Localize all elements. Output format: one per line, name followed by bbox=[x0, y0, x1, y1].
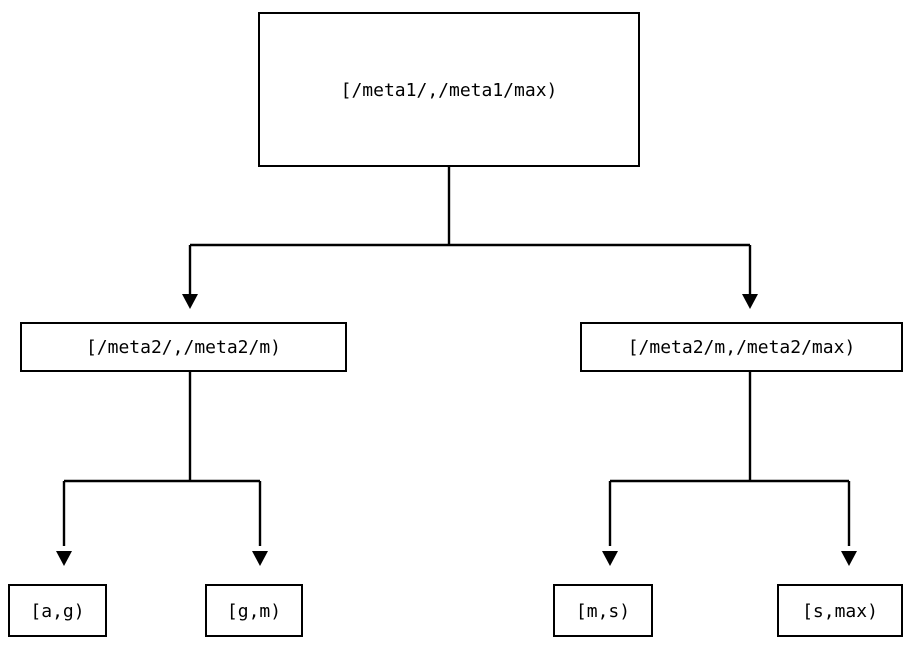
node-leaf-g-m[interactable]: [g,m) bbox=[205, 584, 303, 637]
node-leaf-g-m-label: [g,m) bbox=[226, 600, 282, 622]
node-mid-left-label: [/meta2/,/meta2/m) bbox=[85, 337, 282, 358]
node-mid-left[interactable]: [/meta2/,/meta2/m) bbox=[20, 322, 347, 372]
arrowhead-mid-left-to-leaf-gm bbox=[252, 551, 268, 566]
node-leaf-m-s-label: [m,s) bbox=[575, 600, 631, 622]
node-leaf-s-max[interactable]: [s,max) bbox=[777, 584, 903, 637]
node-leaf-a-g-label: [a,g) bbox=[30, 600, 85, 622]
arrowhead-mid-right-to-leaf-ms bbox=[602, 551, 618, 566]
node-root-label: [/meta1/,/meta1/max) bbox=[340, 79, 558, 101]
edge-mid-right-to-leaves bbox=[602, 372, 857, 566]
arrowhead-mid-right-to-leaf-smax bbox=[841, 551, 857, 566]
node-mid-right-label: [/meta2/m,/meta2/max) bbox=[627, 337, 856, 358]
node-leaf-m-s[interactable]: [m,s) bbox=[553, 584, 653, 637]
edge-root-to-mid-level bbox=[182, 167, 758, 309]
arrowhead-mid-left-to-leaf-ag bbox=[56, 551, 72, 566]
arrowhead-root-to-mid-right bbox=[742, 294, 758, 309]
node-mid-right[interactable]: [/meta2/m,/meta2/max) bbox=[580, 322, 903, 372]
edge-mid-left-to-leaves bbox=[56, 372, 268, 566]
node-leaf-s-max-label: [s,max) bbox=[802, 600, 878, 622]
arrowhead-root-to-mid-left bbox=[182, 294, 198, 309]
node-leaf-a-g[interactable]: [a,g) bbox=[8, 584, 107, 637]
node-root[interactable]: [/meta1/,/meta1/max) bbox=[258, 12, 640, 167]
